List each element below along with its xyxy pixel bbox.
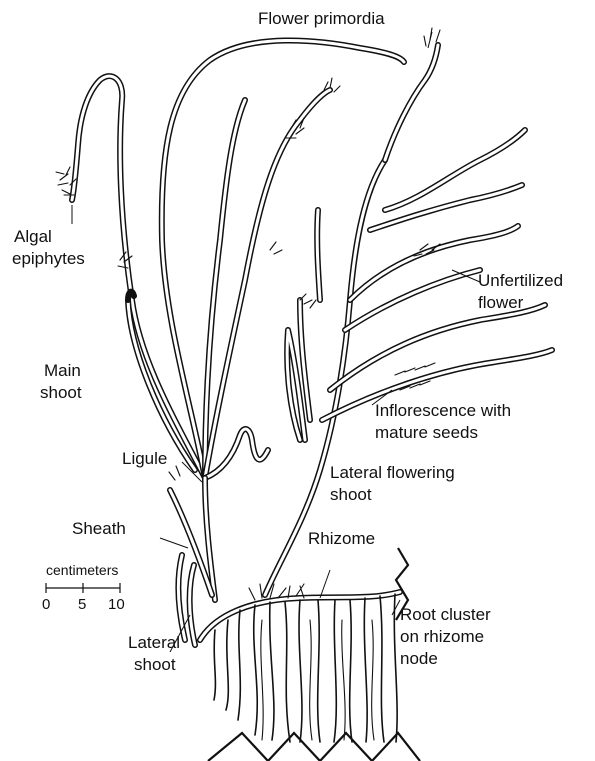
label-flower: flower <box>478 292 523 313</box>
label-flower-primordia: Flower primordia <box>258 8 385 29</box>
label-main: Main <box>44 360 81 381</box>
label-main-shoot: shoot <box>40 382 82 403</box>
label-unfertilized: Unfertilized <box>478 270 563 291</box>
label-root-cluster: Root cluster <box>400 604 491 625</box>
scale-title: centimeters <box>46 562 118 578</box>
label-rhizome: Rhizome <box>308 528 375 549</box>
label-on-rhizome: on rhizome <box>400 626 484 647</box>
label-algal: Algal <box>14 226 52 247</box>
label-lateral: Lateral <box>128 632 180 653</box>
label-ligule: Ligule <box>122 448 167 469</box>
label-lateral-flowering-shoot: shoot <box>330 484 372 505</box>
label-inflorescence: Inflorescence with <box>375 400 511 421</box>
label-lateral-flowering: Lateral flowering <box>330 462 455 483</box>
label-node: node <box>400 648 438 669</box>
label-epiphytes: epiphytes <box>12 248 85 269</box>
leaf-blades <box>72 40 552 645</box>
scale-tick-0: 0 <box>42 596 50 613</box>
scale-tick-5: 5 <box>78 596 86 613</box>
roots <box>214 594 397 742</box>
label-mature-seeds: mature seeds <box>375 422 478 443</box>
label-sheath: Sheath <box>72 518 126 539</box>
scale-tick-10: 10 <box>108 596 125 613</box>
label-lateral-shoot: shoot <box>134 654 176 675</box>
cut-edge-bottom <box>208 733 420 761</box>
